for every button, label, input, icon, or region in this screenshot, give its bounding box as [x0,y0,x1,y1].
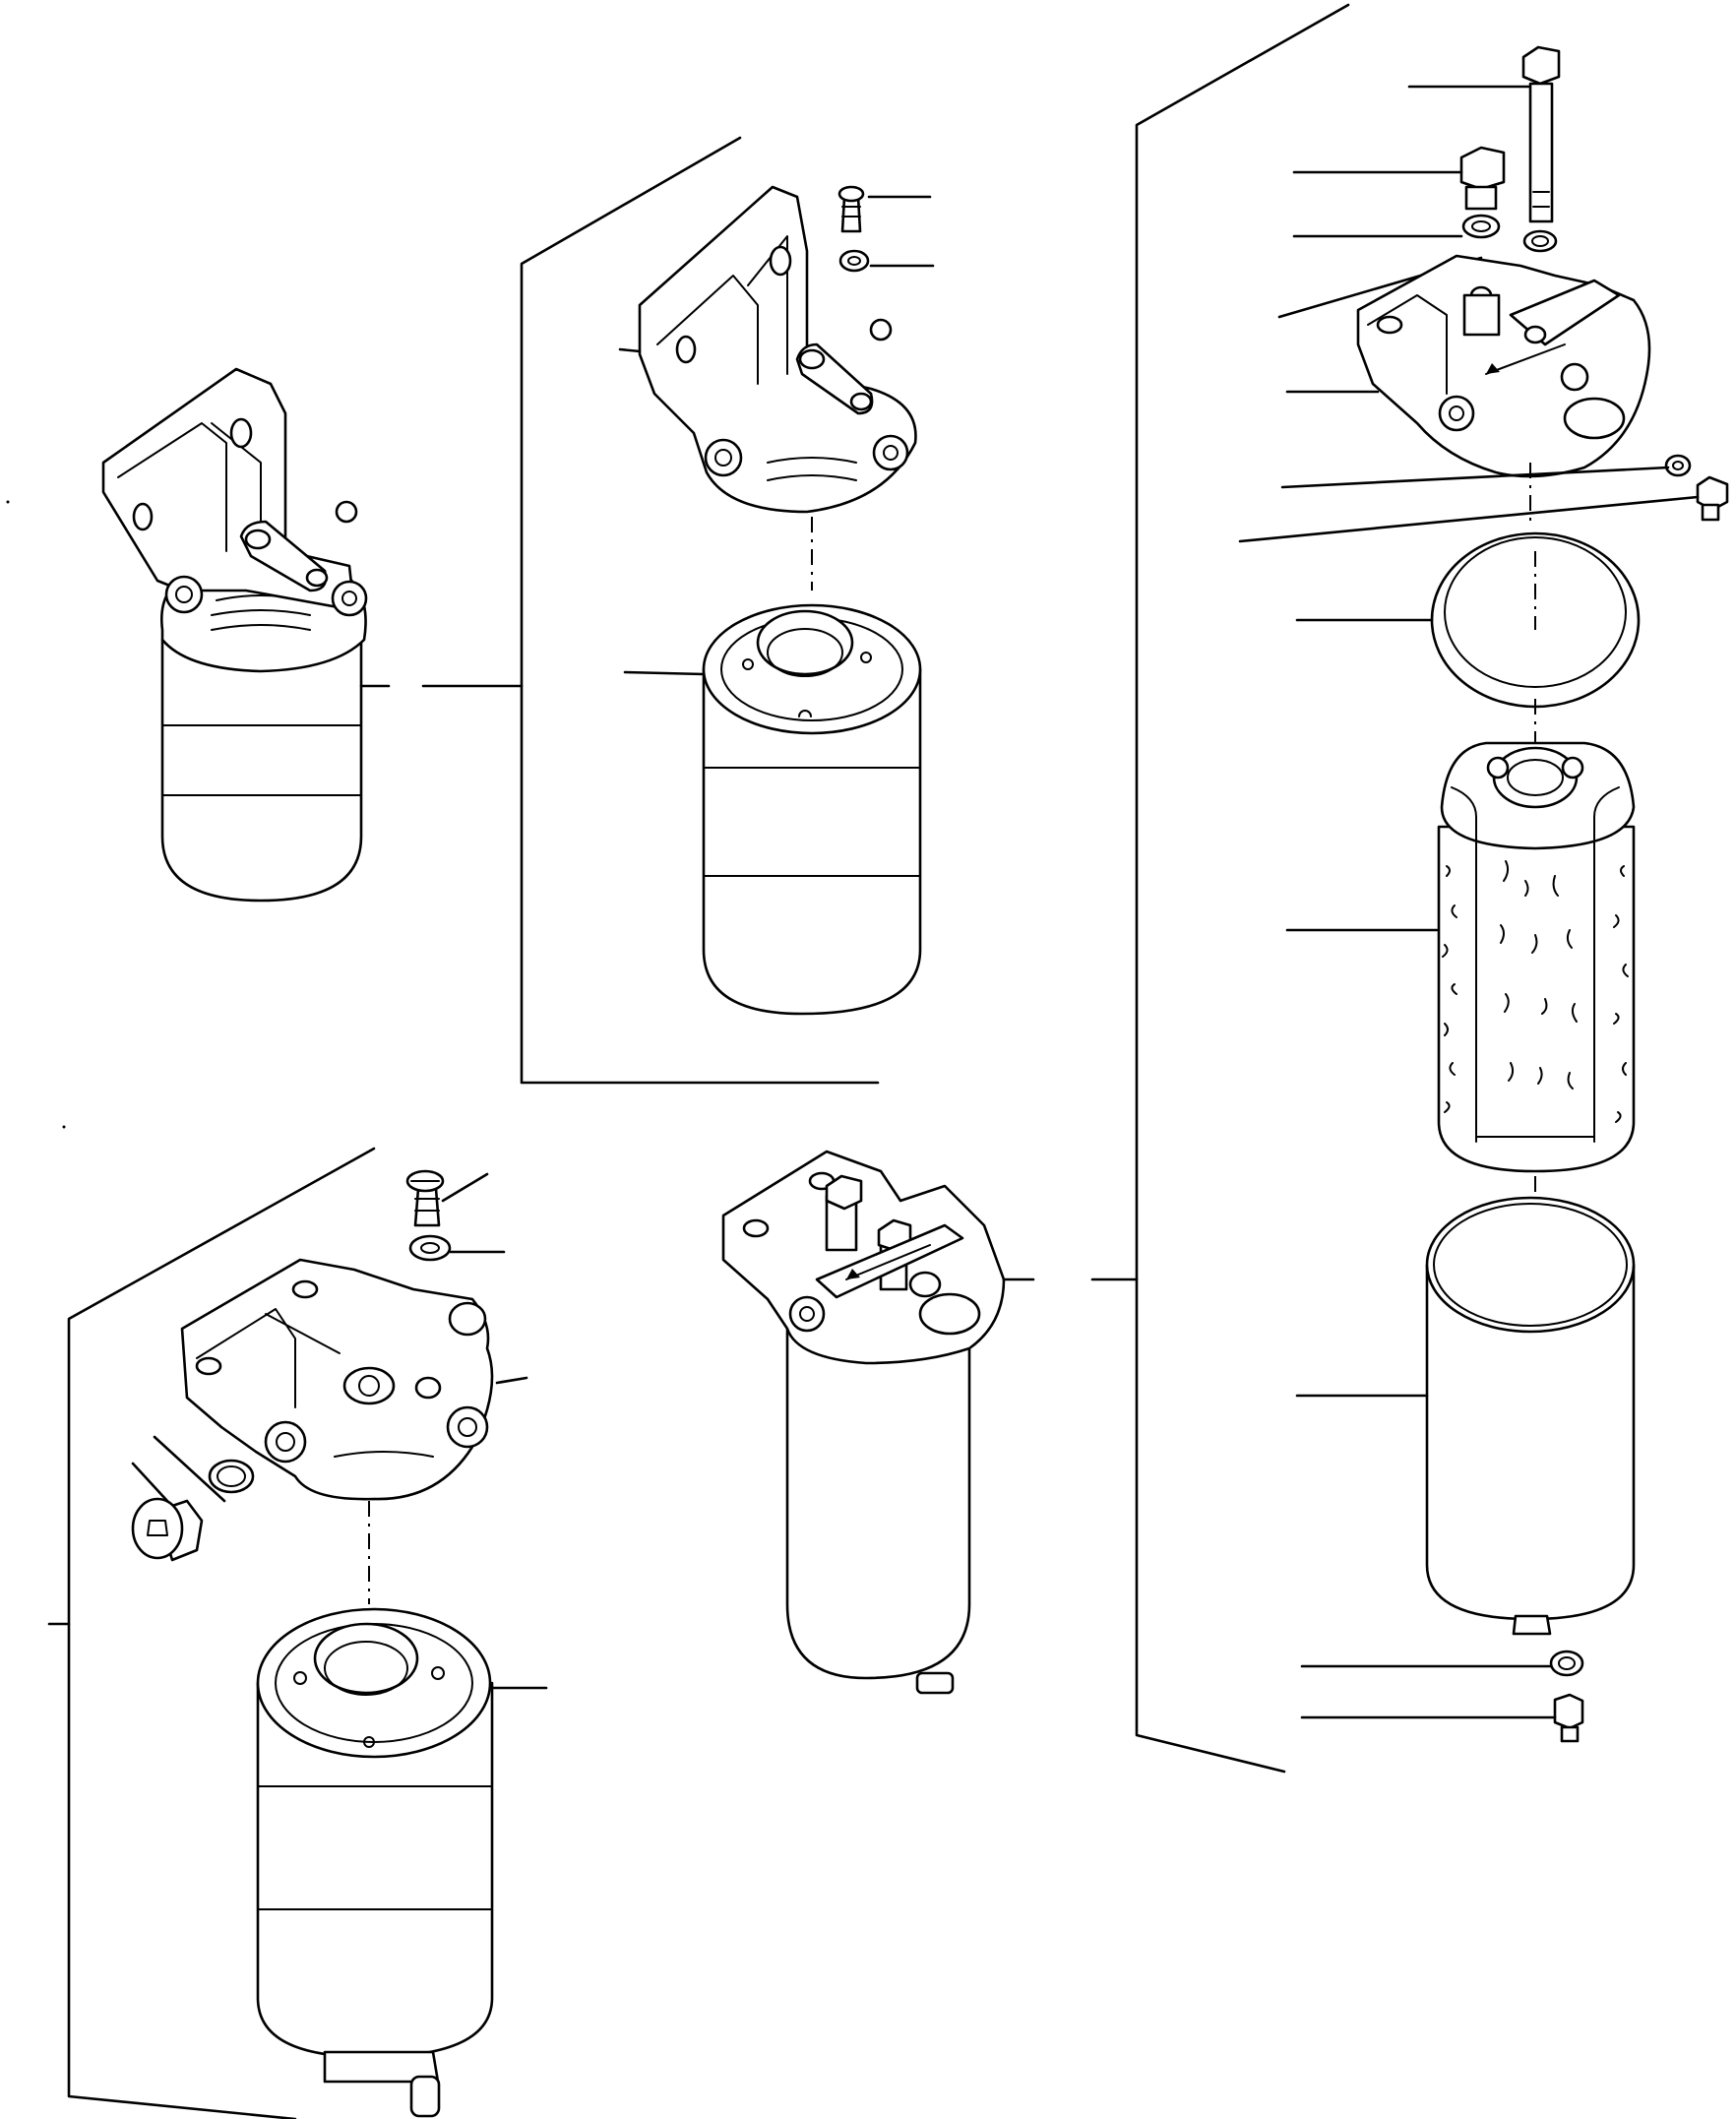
washer-icon [1664,454,1692,477]
drain-plug-icon [1553,1693,1584,1743]
screw-icon [837,185,865,233]
washer-icon [1549,1650,1584,1677]
plug-icon [131,1497,204,1562]
filter-case-icon [1425,1196,1636,1636]
screw-icon [405,1169,445,1227]
filter-assembly-exploded-lower-left [131,1169,548,2118]
group-frame-upper-middle [421,136,880,1085]
group-frame-lower-left [47,1147,376,2119]
washer-icon [408,1234,452,1262]
o-ring-icon [208,1459,255,1494]
filter-assembly-exploded-right [1238,45,1729,1743]
washer-icon [838,249,870,273]
bolt-icon [1459,146,1506,211]
group-frame-right [1090,3,1350,1774]
filter-assembly-complete-lower-middle [721,1150,1035,1695]
filter-element-icon [1437,741,1636,1173]
speck [62,1125,66,1129]
bolt-icon [1521,45,1561,223]
washer-icon [1522,229,1558,253]
speck [6,500,10,504]
washer-icon [1461,214,1501,239]
screw-icon [1696,475,1729,522]
filter-assembly-complete-upper-left [101,367,391,903]
filter-assembly-exploded-upper-middle [618,185,935,1016]
